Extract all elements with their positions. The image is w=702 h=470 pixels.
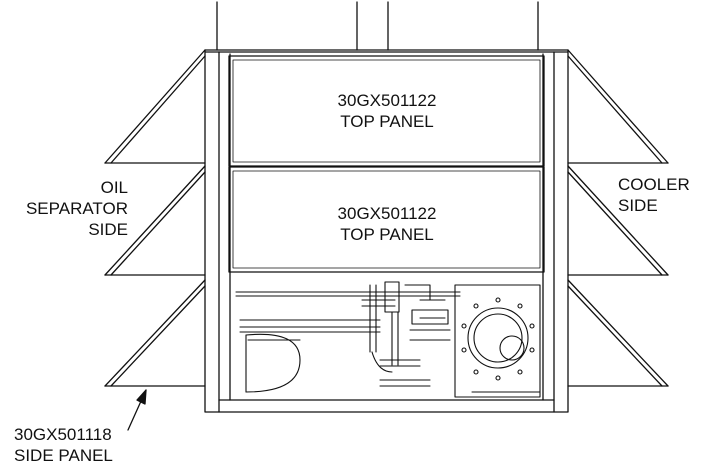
machinery-area: [235, 281, 541, 398]
cooler-side-label: COOLER SIDE: [618, 174, 698, 216]
lower-panel-label: 30GX501122 TOP PANEL: [287, 203, 487, 245]
left-louver-bottom: [104, 279, 206, 387]
side-panel-part-number: 30GX501118: [14, 425, 112, 444]
right-louver-middle: [567, 165, 669, 276]
right-louver-bottom: [567, 279, 669, 387]
top-stub-right: [387, 1, 539, 51]
upper-panel-name: TOP PANEL: [340, 112, 434, 131]
unit-frame: [204, 49, 569, 413]
upper-top-panel: [228, 55, 545, 167]
lower-top-panel: [228, 166, 545, 273]
oil-separator-side-label: OIL SEPARATOR SIDE: [4, 177, 128, 240]
left-louver-top: [104, 49, 206, 164]
left-side-line2: SEPARATOR: [25, 199, 128, 218]
right-side-line2: SIDE: [618, 196, 658, 215]
left-side-line3: SIDE: [88, 220, 128, 239]
upper-panel-part-number: 30GX501122: [337, 91, 437, 110]
lower-panel-part-number: 30GX501122: [337, 204, 437, 223]
side-panel-name: SIDE PANEL: [14, 446, 113, 465]
lower-panel-name: TOP PANEL: [340, 225, 434, 244]
right-side-line1: COOLER: [618, 175, 690, 194]
side-panel-callout-label: 30GX501118 SIDE PANEL: [14, 424, 164, 466]
right-louver-top: [567, 49, 669, 164]
upper-panel-label: 30GX501122 TOP PANEL: [287, 90, 487, 132]
top-stub-left: [216, 1, 358, 51]
left-louver-middle: [104, 165, 206, 276]
callout-arrow: [127, 389, 147, 431]
left-side-line1: OIL: [100, 178, 128, 197]
